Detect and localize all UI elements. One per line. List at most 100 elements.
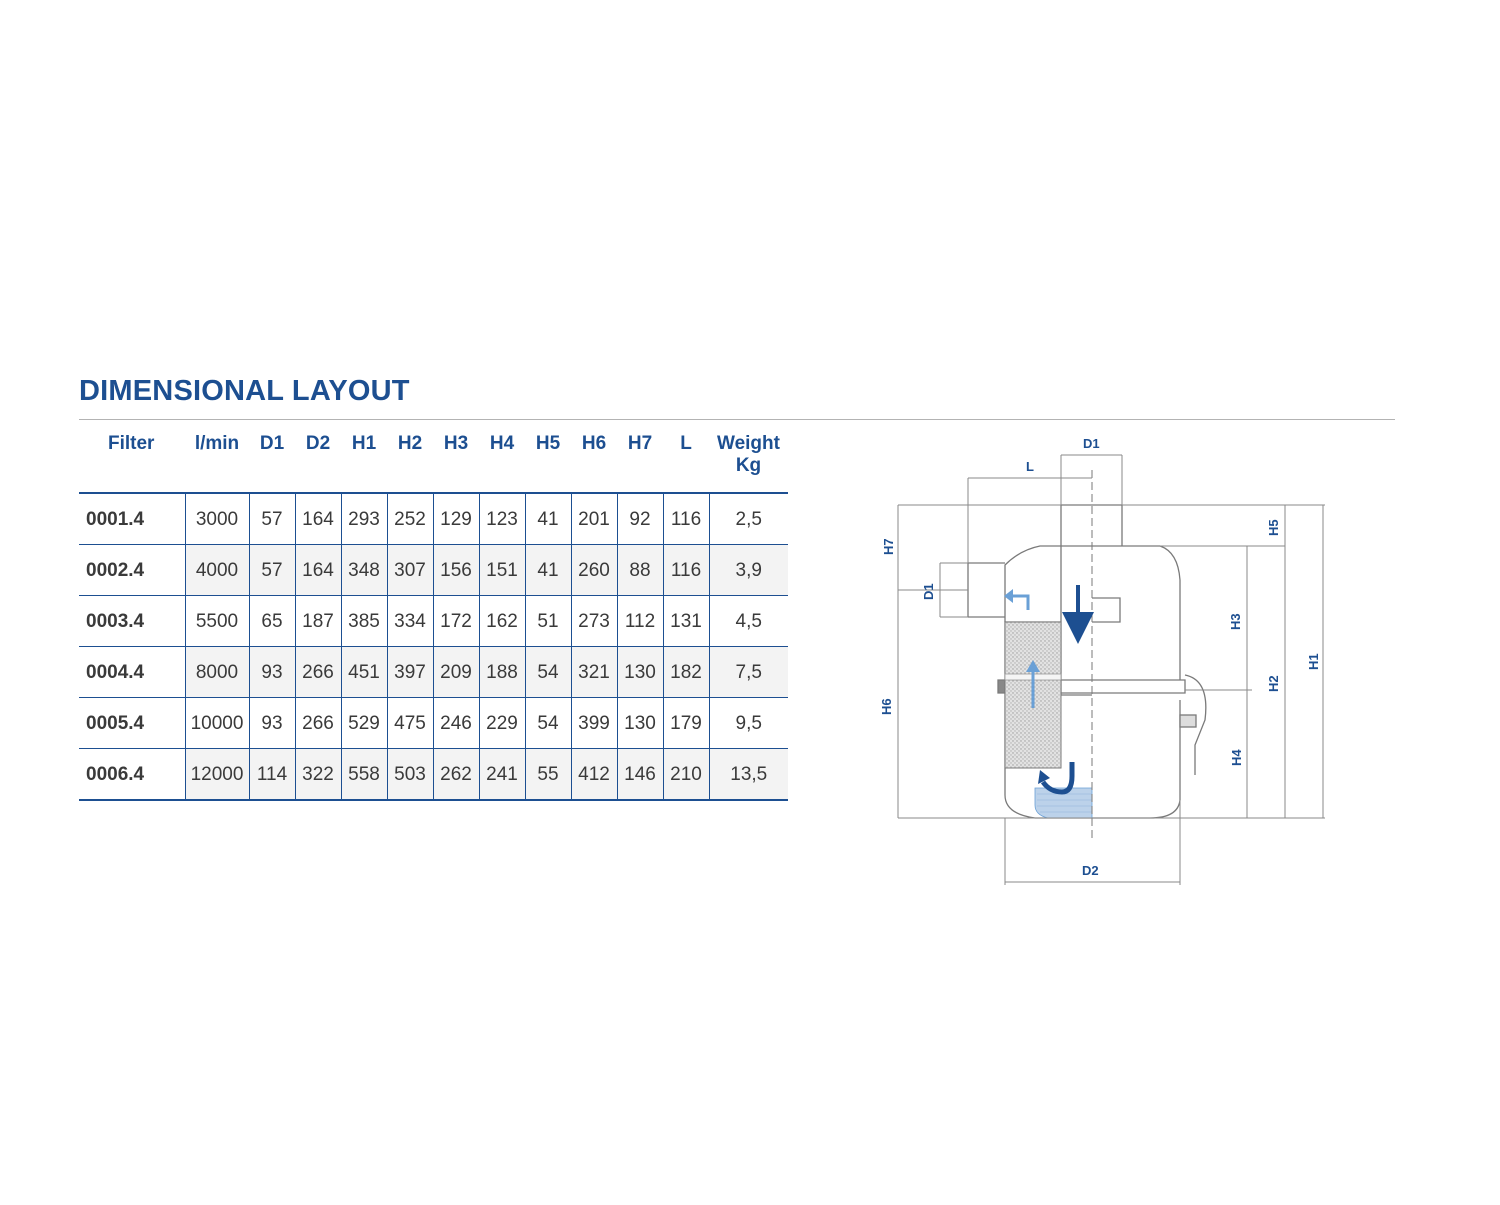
cell-h4: 241 (478, 748, 525, 801)
cell-filter: 0003.4 (79, 595, 185, 647)
label-h4: H4 (1229, 749, 1244, 766)
cell-weight: 9,5 (708, 697, 788, 749)
cell-h3: 172 (432, 595, 479, 647)
cell-h6: 412 (570, 748, 617, 801)
cell-h5: 54 (524, 646, 571, 698)
label-d2: D2 (1082, 863, 1099, 878)
cell-h6: 321 (570, 646, 617, 698)
label-h5: H5 (1266, 519, 1281, 536)
cell-filter: 0002.4 (79, 544, 185, 596)
cell-d2: 266 (294, 697, 341, 749)
cell-h3: 129 (432, 493, 479, 545)
cell-h2: 503 (386, 748, 433, 801)
cell-h1: 451 (340, 646, 387, 698)
cell-h1: 348 (340, 544, 387, 596)
cell-weight: 2,5 (708, 493, 788, 545)
cell-l: 182 (662, 646, 709, 698)
cell-h3: 246 (432, 697, 479, 749)
cell-h6: 260 (570, 544, 617, 596)
cell-h7: 130 (616, 697, 663, 749)
cell-filter: 0006.4 (79, 748, 185, 801)
cell-weight: 3,9 (708, 544, 788, 596)
col-header-h5: H5 (525, 431, 571, 494)
cell-h5: 41 (524, 544, 571, 596)
cell-h2: 334 (386, 595, 433, 647)
dimension-lines (897, 454, 1325, 885)
cell-lmin: 8000 (184, 646, 249, 698)
flow-arrows (1004, 585, 1094, 795)
col-header-lmin: l/min (185, 431, 249, 494)
cell-h7: 146 (616, 748, 663, 801)
cell-h7: 130 (616, 646, 663, 698)
filter-housing (967, 504, 1207, 819)
table-header-row: Filter l/min D1 D2 H1 H2 H3 H4 H5 H6 H7 … (79, 431, 788, 494)
cell-l: 131 (662, 595, 709, 647)
cell-filter: 0005.4 (79, 697, 185, 749)
cell-h5: 51 (524, 595, 571, 647)
cell-h4: 229 (478, 697, 525, 749)
cell-d1: 57 (248, 493, 295, 545)
col-header-h4: H4 (479, 431, 525, 494)
cell-h2: 252 (386, 493, 433, 545)
cell-lmin: 3000 (184, 493, 249, 545)
col-header-h1: H1 (341, 431, 387, 494)
cell-lmin: 4000 (184, 544, 249, 596)
page-title: DIMENSIONAL LAYOUT (79, 375, 410, 407)
filter-dimension-diagram: D1 L H5 H7 D1 H3 H2 H1 H6 H4 D2 (879, 436, 1325, 885)
cell-h5: 41 (524, 493, 571, 545)
col-header-weight: Weight Kg (709, 431, 788, 494)
col-header-h6: H6 (571, 431, 617, 494)
cell-h4: 188 (478, 646, 525, 698)
cell-d2: 187 (294, 595, 341, 647)
cell-weight: 7,5 (708, 646, 788, 698)
col-header-d1: D1 (249, 431, 295, 494)
cell-h3: 156 (432, 544, 479, 596)
cell-h1: 385 (340, 595, 387, 647)
label-h6: H6 (879, 698, 894, 715)
cell-h7: 92 (616, 493, 663, 545)
cell-l: 116 (662, 544, 709, 596)
dimensions-table: Filter l/min D1 D2 H1 H2 H3 H4 H5 H6 H7 … (79, 431, 788, 801)
col-header-weight-line2: Kg (735, 455, 762, 476)
cell-h7: 88 (616, 544, 663, 596)
cell-d1: 93 (248, 646, 295, 698)
cell-h2: 307 (386, 544, 433, 596)
label-d1-top: D1 (1083, 436, 1100, 451)
col-header-h7: H7 (617, 431, 663, 494)
label-l: L (1026, 459, 1034, 474)
cell-l: 210 (662, 748, 709, 801)
cell-l: 179 (662, 697, 709, 749)
label-h3: H3 (1228, 613, 1243, 630)
cell-d1: 114 (248, 748, 295, 801)
label-h1: H1 (1306, 653, 1321, 670)
cell-h6: 399 (570, 697, 617, 749)
cell-d1: 65 (248, 595, 295, 647)
cell-lmin: 12000 (184, 748, 249, 801)
col-header-h3: H3 (433, 431, 479, 494)
label-d1-side: D1 (921, 583, 936, 600)
cell-h3: 209 (432, 646, 479, 698)
cell-filter: 0004.4 (79, 646, 185, 698)
cell-weight: 13,5 (708, 748, 788, 801)
cell-h4: 162 (478, 595, 525, 647)
cell-d1: 57 (248, 544, 295, 596)
cell-h5: 55 (524, 748, 571, 801)
label-h2: H2 (1266, 675, 1281, 692)
cell-h4: 123 (478, 493, 525, 545)
cell-d2: 164 (294, 544, 341, 596)
cell-h2: 475 (386, 697, 433, 749)
cell-h7: 112 (616, 595, 663, 647)
cell-d2: 266 (294, 646, 341, 698)
cell-h6: 201 (570, 493, 617, 545)
cell-lmin: 5500 (184, 595, 249, 647)
cell-h3: 262 (432, 748, 479, 801)
cell-filter: 0001.4 (79, 493, 185, 545)
cell-l: 116 (662, 493, 709, 545)
cell-h6: 273 (570, 595, 617, 647)
col-header-l: L (663, 431, 709, 494)
